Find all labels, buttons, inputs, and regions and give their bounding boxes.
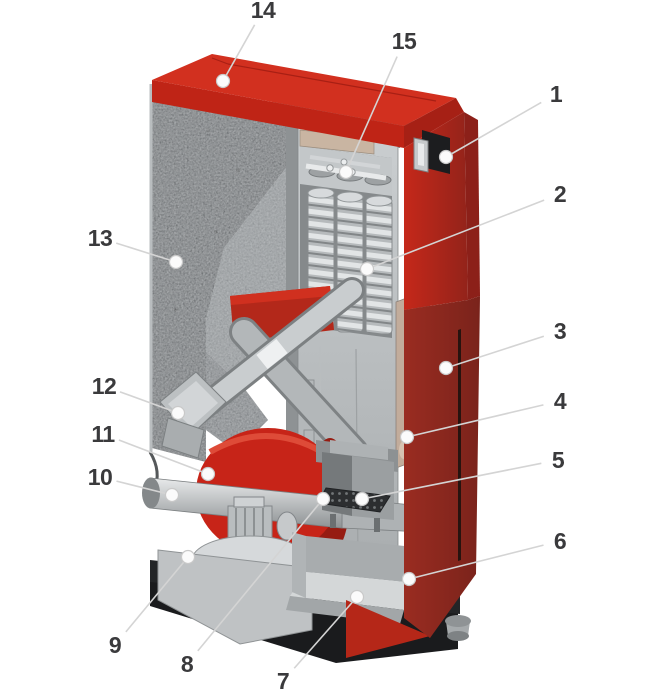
callout-line-14 (222, 24, 256, 82)
callout-label-9: 9 (109, 632, 121, 658)
callout-dot-4 (399, 429, 415, 445)
callout-label-15: 15 (392, 28, 417, 54)
fan-base-box (157, 549, 313, 645)
callout-label-2: 2 (554, 181, 566, 207)
door-bottom-wedge (346, 600, 430, 658)
callout-dot-9 (180, 549, 196, 565)
callout-line-7 (293, 596, 358, 669)
callout-line-6 (408, 544, 544, 580)
side-door-lower (404, 296, 480, 638)
callout-line-9 (125, 556, 189, 633)
adjustable-foot (445, 615, 471, 641)
callout-label-6: 6 (554, 528, 566, 554)
callout-label-3: 3 (554, 318, 566, 344)
callout-label-10: 10 (88, 464, 113, 490)
callout-line-15 (345, 56, 398, 173)
callout-label-4: 4 (554, 388, 567, 414)
callout-label-1: 1 (550, 81, 563, 107)
callout-dot-6 (401, 571, 417, 587)
callout-label-14: 14 (251, 0, 276, 23)
callout-label-8: 8 (181, 651, 194, 677)
flue-fan (157, 496, 313, 645)
callout-line-8 (197, 498, 324, 652)
callout-label-11: 11 (91, 421, 115, 447)
callout-dot-11 (200, 466, 216, 482)
callout-dot-1 (438, 149, 454, 165)
callout-line-10 (116, 480, 173, 496)
callout-line-12 (119, 391, 179, 414)
callout-dot-14 (215, 73, 231, 89)
callout-dot-2 (359, 261, 375, 277)
callout-line-5 (361, 462, 542, 500)
callout-line-3 (445, 335, 545, 369)
callout-line-13 (115, 242, 177, 263)
callout-dot-7 (349, 589, 365, 605)
callout-line-11 (118, 439, 209, 475)
burner-assembly (316, 440, 398, 532)
callout-dot-3 (438, 360, 454, 376)
callout-line-4 (406, 404, 544, 438)
callout-dot-10 (164, 487, 180, 503)
callout-label-12: 12 (92, 373, 117, 399)
callout-dot-13 (168, 254, 184, 270)
callout-label-5: 5 (552, 447, 565, 473)
cabinet-red-casing (152, 54, 480, 638)
callout-dot-5 (354, 491, 370, 507)
callout-label-7: 7 (277, 668, 289, 693)
callout-line-1 (445, 101, 542, 158)
insulation-left-wall (152, 100, 286, 462)
callout-dot-15 (338, 164, 354, 180)
callout-dot-12 (170, 405, 186, 421)
callout-line-2 (366, 199, 545, 270)
callout-label-13: 13 (88, 225, 113, 251)
callout-dot-8 (315, 491, 331, 507)
